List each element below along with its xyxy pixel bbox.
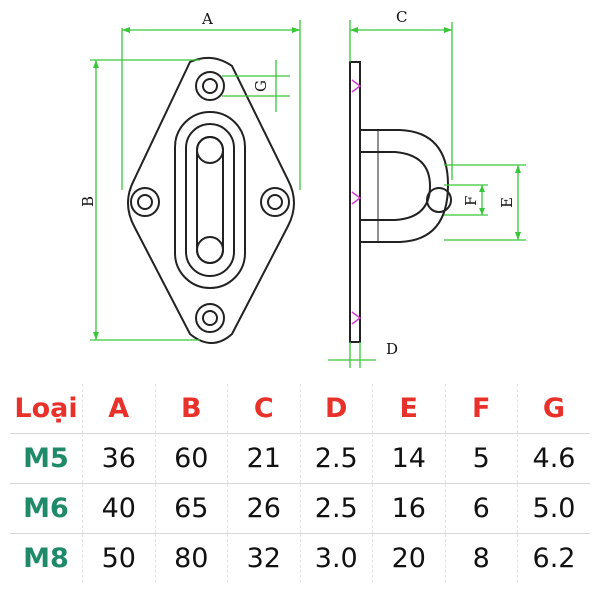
header-d: D [299, 384, 373, 434]
header-type: Loại [14, 393, 78, 424]
cell-d: 2.5 [299, 433, 373, 484]
plate-outline [127, 56, 295, 344]
spec-table: Loại A B C D E F G M5 36 60 21 2.5 14 5 … [10, 384, 590, 583]
cell-g: 5.0 [517, 483, 590, 534]
header-f: F [444, 384, 518, 434]
cell-d: 3.0 [299, 533, 373, 583]
label-f: F [462, 196, 480, 206]
mounting-holes [130, 71, 290, 333]
side-accents [351, 79, 362, 325]
cell-g: 6.2 [517, 533, 590, 583]
side-plate [349, 61, 361, 343]
table-header-row: Loại A B C D E F G [10, 384, 590, 434]
cell-f: 8 [444, 533, 518, 583]
cell-e: 20 [372, 533, 445, 583]
row-type: M5 [10, 433, 83, 484]
header-c: C [227, 384, 300, 434]
label-e: E [498, 197, 516, 208]
cell-b: 80 [154, 533, 228, 583]
label-b: B [79, 196, 97, 207]
header-g: G [517, 384, 590, 434]
row-type: M6 [10, 483, 83, 534]
front-dimensions [90, 20, 301, 341]
cell-f: 5 [444, 433, 518, 484]
cell-c: 32 [227, 533, 300, 583]
row-type: M8 [10, 533, 83, 583]
slot-inner [185, 123, 235, 277]
cell-b: 60 [154, 433, 228, 484]
slot-outer [174, 111, 246, 289]
label-d: D [386, 340, 398, 358]
front-view [127, 56, 295, 344]
table-row: M8 50 80 32 3.0 20 8 6.2 [10, 533, 590, 583]
table-row: M5 36 60 21 2.5 14 5 4.6 [10, 433, 590, 484]
header-a: A [82, 384, 155, 434]
side-eye-outer [360, 129, 450, 243]
header-b: B [154, 384, 228, 434]
side-arrows [350, 27, 521, 240]
eye-bar [196, 136, 224, 264]
cell-a: 50 [82, 533, 155, 583]
cell-d: 2.5 [299, 483, 373, 534]
side-eye-inner [360, 151, 432, 221]
cell-c: 21 [227, 433, 300, 484]
cell-e: 14 [372, 433, 445, 484]
cell-g: 4.6 [517, 433, 590, 484]
label-c: C [396, 8, 407, 26]
label-a: A [201, 10, 213, 28]
side-pin [426, 187, 452, 213]
cell-e: 16 [372, 483, 445, 534]
cell-b: 65 [154, 483, 228, 534]
label-g: G [252, 80, 270, 92]
cell-a: 36 [82, 433, 155, 484]
cell-f: 6 [444, 483, 518, 534]
cell-c: 26 [227, 483, 300, 534]
header-e: E [372, 384, 445, 434]
technical-drawing: A B G C D E F [79, 8, 526, 368]
front-arrows [93, 27, 300, 340]
cell-a: 40 [82, 483, 155, 534]
side-dimensions [328, 20, 526, 368]
side-view [349, 61, 452, 343]
table-row: M6 40 65 26 2.5 16 6 5.0 [10, 483, 590, 534]
